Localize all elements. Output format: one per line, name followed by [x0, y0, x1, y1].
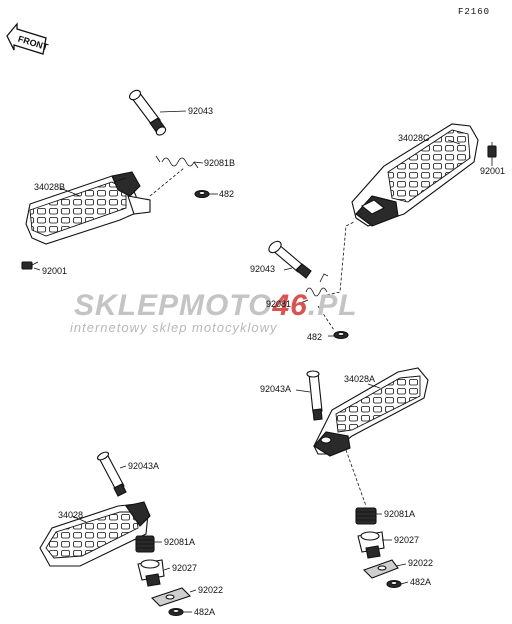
label-92081a-left: 92081A	[164, 537, 195, 547]
footpeg-34028b-icon	[25, 171, 151, 245]
pin-92043-mid-icon	[268, 240, 312, 279]
label-92081b: 92081B	[204, 158, 235, 168]
pin-92043a-right-icon	[306, 370, 323, 421]
clip-482a-left-icon	[168, 607, 184, 617]
label-92001-left: 92001	[42, 266, 67, 276]
footpeg-34028c-icon	[351, 123, 479, 227]
label-92027-right: 92027	[394, 535, 419, 545]
clip-482-mid-icon	[333, 330, 349, 340]
label-34028: 34028	[58, 510, 83, 520]
assembly-34028b	[21, 89, 218, 271]
assembly-34028	[39, 451, 197, 617]
label-92027-left: 92027	[172, 563, 197, 573]
label-92001-right: 92001	[480, 166, 505, 176]
watermark-part2: MOTO	[179, 289, 272, 322]
part-labels: 92043 92081B 482 34028B 92001 34028C 920…	[34, 106, 505, 617]
label-482a-left: 482A	[194, 607, 215, 617]
spring-92081-icon	[305, 273, 329, 297]
label-92022-right: 92022	[408, 558, 433, 568]
watermark-part3: 46	[271, 289, 307, 322]
label-34028c: 34028C	[398, 133, 430, 143]
assembly-34028a	[295, 367, 429, 589]
label-482-mid: 482	[307, 332, 322, 342]
watermark-tagline: internetowy sklep motocyklowy	[70, 320, 278, 335]
label-92043-mid: 92043	[250, 264, 275, 274]
spring-92081a-right-icon	[355, 507, 377, 525]
watermark: SKLEPMOTO46.PL internetowy sklep motocyk…	[70, 289, 358, 335]
plunger-92027-right-icon	[357, 531, 385, 559]
footpeg-34028-icon	[39, 501, 151, 567]
label-92043-top: 92043	[188, 106, 213, 116]
bolt-92001-right-icon	[487, 142, 497, 158]
pin-92043-top-icon	[128, 89, 167, 136]
assembly-34028c	[268, 123, 497, 340]
label-34028b: 34028B	[34, 182, 65, 192]
svg-text:SKLEPMOTO46.PL: SKLEPMOTO46.PL	[74, 289, 358, 322]
label-92043a-left: 92043A	[128, 461, 159, 471]
label-34028a: 34028A	[344, 374, 375, 384]
plunger-92027-left-icon	[137, 559, 165, 587]
label-92081a-right: 92081A	[384, 509, 415, 519]
watermark-part4: .PL	[308, 289, 358, 322]
clip-482-top-icon	[194, 189, 210, 199]
label-92022-left: 92022	[198, 585, 223, 595]
watermark-part1: SKLEP	[74, 289, 179, 322]
label-482a-right: 482A	[410, 577, 431, 587]
bolt-92001-left-icon	[21, 261, 39, 270]
label-92081: 92081	[266, 299, 291, 309]
plate-92022-left-icon	[150, 587, 192, 607]
pin-92043a-left-icon	[96, 451, 127, 497]
plate-92022-right-icon	[362, 559, 399, 579]
label-482-top: 482	[219, 189, 234, 199]
front-arrow-icon: FRONT	[6, 22, 50, 55]
diagram-code: F2160	[458, 7, 490, 17]
clip-482a-right-icon	[386, 579, 402, 589]
footpeg-34028a-icon	[313, 367, 429, 457]
spring-92081a-left-icon	[135, 535, 155, 553]
spring-92081b-icon	[155, 155, 199, 169]
label-92043a-right: 92043A	[260, 384, 291, 394]
